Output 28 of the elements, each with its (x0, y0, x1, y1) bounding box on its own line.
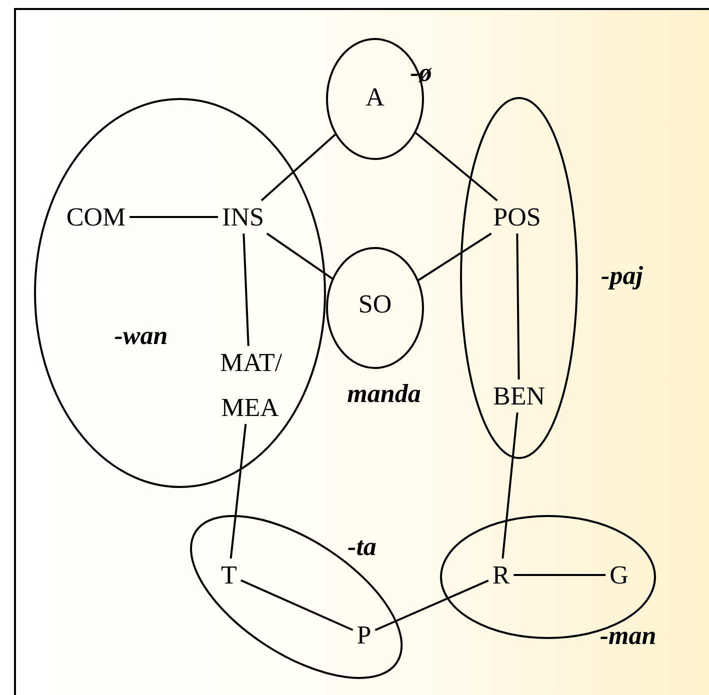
connector-line (516, 234, 520, 380)
connector-line (374, 580, 489, 631)
morpheme-label: manda (347, 379, 421, 409)
concept-label: T (221, 552, 237, 598)
connector-line (417, 232, 492, 282)
concept-label: G (610, 552, 628, 598)
connector-line (414, 131, 498, 202)
concept-label: BEN (493, 374, 545, 418)
connector-line (130, 216, 218, 218)
concept-label: A (366, 82, 384, 114)
concept-label: POS (493, 194, 541, 240)
morpheme-label: -wan (114, 321, 168, 351)
concept-label: R (492, 552, 510, 598)
concept-label: INS (222, 194, 264, 240)
concept-label: COM (66, 194, 126, 240)
concept-label: P (356, 612, 372, 658)
connector-line (502, 412, 518, 559)
connector-line (260, 133, 337, 202)
concept-label: MAT/ MEA (220, 340, 280, 430)
connector-line (240, 579, 354, 631)
connector-line (230, 424, 247, 559)
connector-line (242, 233, 250, 346)
morpheme-label: -paj (601, 261, 643, 291)
morpheme-label: -ta (348, 532, 376, 562)
connector-line (514, 574, 606, 576)
concept-label: SO (358, 288, 392, 320)
connector-line (266, 232, 334, 280)
morpheme-label: -man (600, 621, 656, 651)
